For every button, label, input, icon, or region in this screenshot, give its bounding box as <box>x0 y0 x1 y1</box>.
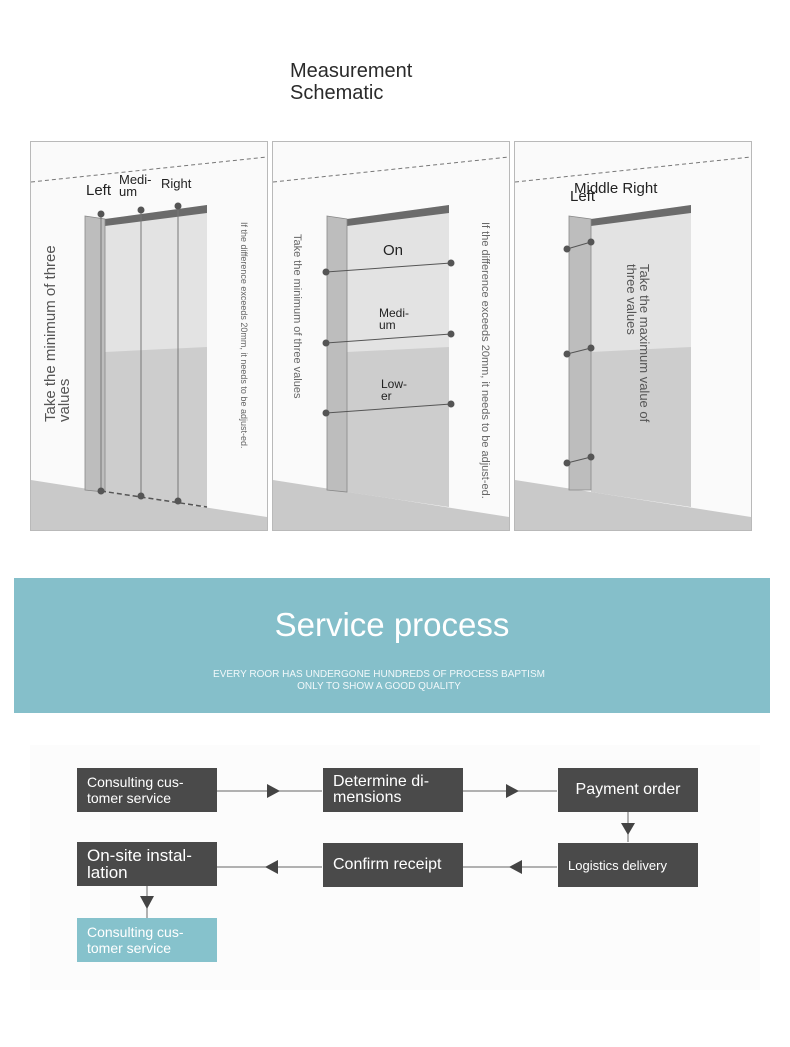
door-schematic-middle <box>273 156 509 530</box>
measure-point <box>322 409 330 417</box>
step-onsite-installation: On-site instal-lation <box>77 842 217 886</box>
take-minimum-text: Take the minimum of three values <box>291 234 303 399</box>
step-consulting-service-final: Consulting cus-tomer service <box>77 918 217 962</box>
page-title: Measurement Schematic <box>290 60 413 104</box>
banner-subtitle-line1: EVERY ROOR HAS UNDERGONE HUNDREDS OF PRO… <box>213 669 545 680</box>
label-middle-right: Middle Right <box>574 180 658 197</box>
flow-connectors <box>140 784 635 918</box>
service-flow-chart: Consulting cus-tomer service Determine d… <box>30 745 760 990</box>
measure-point <box>563 350 571 358</box>
door-schematic-left <box>31 156 267 530</box>
label-lower: Low-er <box>381 377 408 403</box>
measure-point <box>563 245 571 253</box>
measure-point <box>137 206 145 214</box>
label-on: On <box>383 242 404 259</box>
take-minimum-text: Take the minimum of three values <box>42 245 73 422</box>
measure-point <box>137 492 145 500</box>
step-payment-order: Payment order <box>558 768 698 812</box>
measure-point <box>447 259 455 267</box>
measure-point <box>174 497 182 505</box>
label-left: Left <box>86 182 112 199</box>
measure-point <box>587 238 595 246</box>
measurement-panel-right: Left Middle Right Take the maximum value… <box>514 141 752 531</box>
arrow-right-icon <box>506 784 519 798</box>
measure-point <box>322 268 330 276</box>
label-left: Left <box>570 188 596 205</box>
arrow-left-icon <box>509 860 522 874</box>
measure-point <box>322 339 330 347</box>
service-process-banner: Service process EVERY ROOR HAS UNDERGONE… <box>14 578 770 713</box>
take-maximum-text: Take the maximum value of three values <box>624 264 652 423</box>
measure-point <box>563 459 571 467</box>
label-medium: Medi-um <box>379 306 410 332</box>
difference-note: If the difference exceeds 20mm, it needs… <box>479 222 491 499</box>
label-right: Right <box>161 176 192 191</box>
measure-point <box>587 344 595 352</box>
step-logistics-delivery: Logistics delivery <box>558 843 698 887</box>
arrow-left-icon <box>265 860 278 874</box>
step-consulting-service: Consulting cus-tomer service <box>77 768 217 812</box>
arrow-right-icon <box>267 784 280 798</box>
door-schematic-right <box>515 156 751 530</box>
step-determine-dimensions: Determine di-mensions <box>323 768 463 812</box>
banner-subtitle-line2: ONLY TO SHOW A GOOD QUALITY <box>297 681 461 692</box>
difference-note: If the difference exceeds 20mm, it needs… <box>239 222 249 449</box>
measure-point <box>97 487 105 495</box>
step-confirm-receipt: Confirm receipt <box>323 843 463 887</box>
measure-point <box>587 453 595 461</box>
measure-point <box>447 330 455 338</box>
measure-point <box>447 400 455 408</box>
arrow-down-icon <box>621 823 635 835</box>
measurement-panel-left: Left Medi-um Right Take the minimum of t… <box>30 141 268 531</box>
service-process-title: Service process <box>274 606 510 643</box>
measurement-panel-middle: On Medi-um Low-er Take the minimum of th… <box>272 141 510 531</box>
measure-point <box>97 210 105 218</box>
arrow-down-icon <box>140 896 154 909</box>
measure-point <box>174 202 182 210</box>
label-medium: Medi-um <box>119 172 152 199</box>
